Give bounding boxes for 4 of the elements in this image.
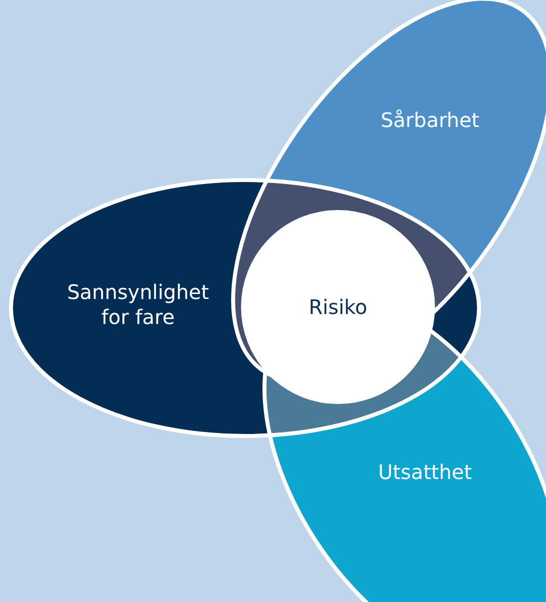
region-label: Sårbarhet — [380, 108, 480, 132]
region-label: Sannsynlighet for fare — [66, 280, 210, 330]
region-label: Risiko — [308, 294, 368, 320]
region-label: Utsatthet — [378, 460, 472, 484]
